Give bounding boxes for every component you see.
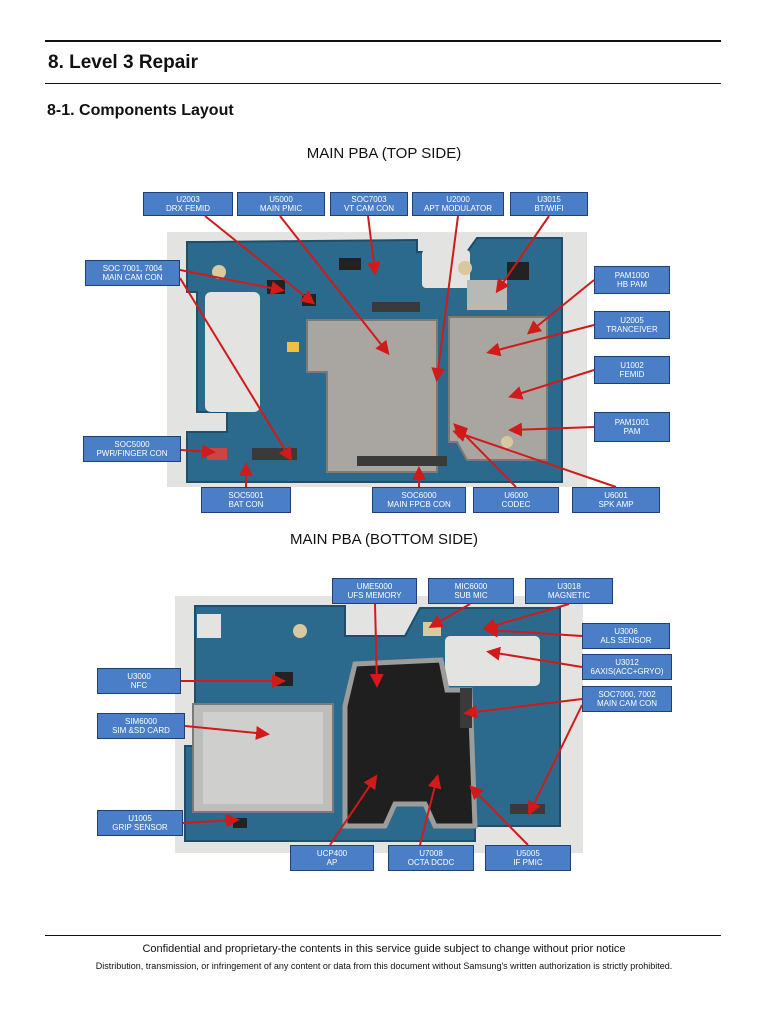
top-side-caption: MAIN PBA (TOP SIDE)	[306, 145, 462, 162]
bottom-side-caption: MAIN PBA (BOTTOM SIDE)	[289, 531, 479, 548]
subsection-title: 8-1. Components Layout	[47, 102, 234, 119]
top-board-photo	[167, 232, 587, 487]
footer-notice: Confidential and proprietary-the content…	[142, 943, 626, 955]
section-title: 8. Level 3 Repair	[48, 52, 198, 73]
top-rule	[45, 40, 721, 42]
footer-copyright: Distribution, transmission, or infringem…	[95, 961, 673, 971]
title-rule	[45, 83, 721, 84]
bottom-board-photo	[175, 596, 583, 853]
footer-rule	[45, 935, 721, 936]
